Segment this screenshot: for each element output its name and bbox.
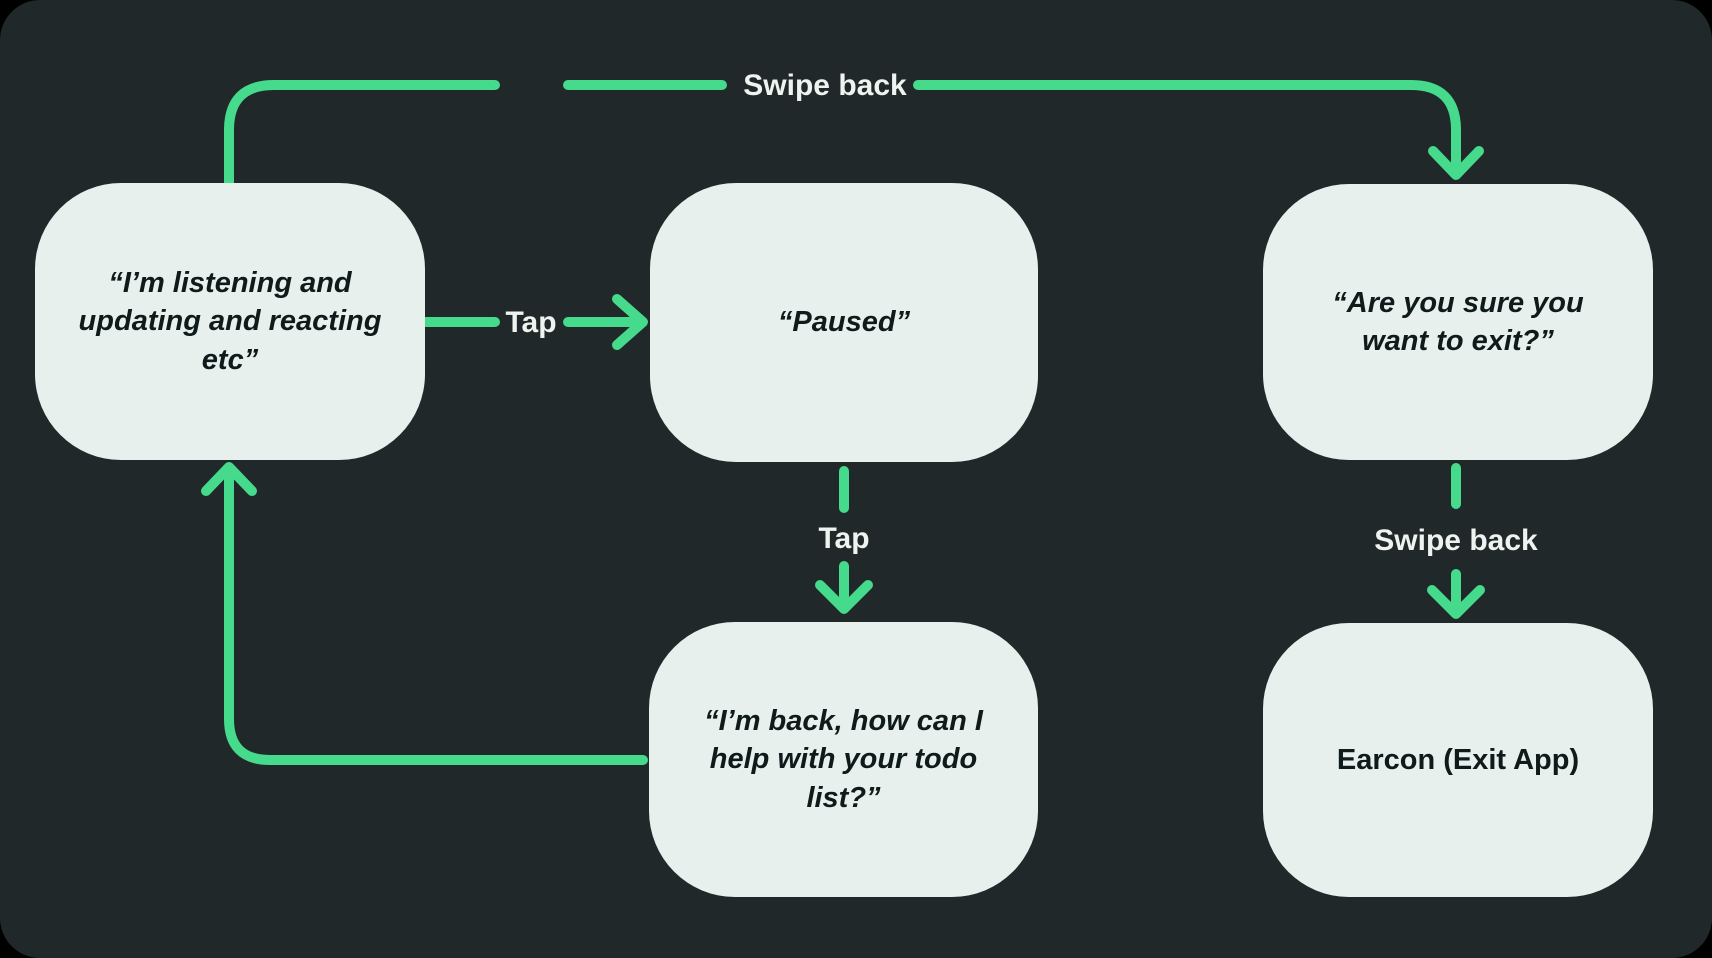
edge-swipe-back-right <box>1427 463 1485 619</box>
edge-label-swipe-back-top: Swipe back <box>743 69 907 102</box>
node-paused: “Paused” <box>650 183 1038 462</box>
edge-loop-line <box>224 467 648 765</box>
node-paused-text: “Paused” <box>777 306 911 339</box>
arrowhead-down-icon <box>1427 585 1485 619</box>
edge-swipe-back-top <box>224 80 1484 188</box>
arrowhead-right-icon <box>612 294 648 350</box>
edge-swipe-back-top-line-left <box>224 80 727 188</box>
node-earcon-exit: Earcon (Exit App) <box>1263 623 1653 897</box>
node-exit-confirm-text: “Are you sure you want to exit?” <box>1332 286 1584 357</box>
edge-tap-horizontal <box>421 294 648 350</box>
edge-label-tap-vertical: Tap <box>818 522 870 555</box>
node-exit-confirm: “Are you sure you want to exit?” <box>1263 184 1653 460</box>
edge-label-tap-horizontal: Tap <box>505 306 557 339</box>
edge-swipe-back-top-line-right <box>913 80 1461 175</box>
arrowhead-down-icon <box>815 580 873 614</box>
node-earcon-exit-text: Earcon (Exit App) <box>1336 743 1580 776</box>
edge-tap-vertical <box>815 466 873 614</box>
node-listening-text: “I’m listening and updating and reacting… <box>78 267 382 376</box>
node-listening: “I’m listening and updating and reacting… <box>35 183 425 460</box>
arrowhead-down-icon <box>1428 146 1484 180</box>
node-back-helping-text: “I’m back, how can I help with your todo… <box>704 705 983 814</box>
edge-loop-back-to-listening <box>201 462 648 765</box>
edge-label-swipe-back-right: Swipe back <box>1374 524 1538 557</box>
arrowhead-up-icon <box>201 462 257 496</box>
node-back-helping: “I’m back, how can I help with your todo… <box>649 622 1038 897</box>
